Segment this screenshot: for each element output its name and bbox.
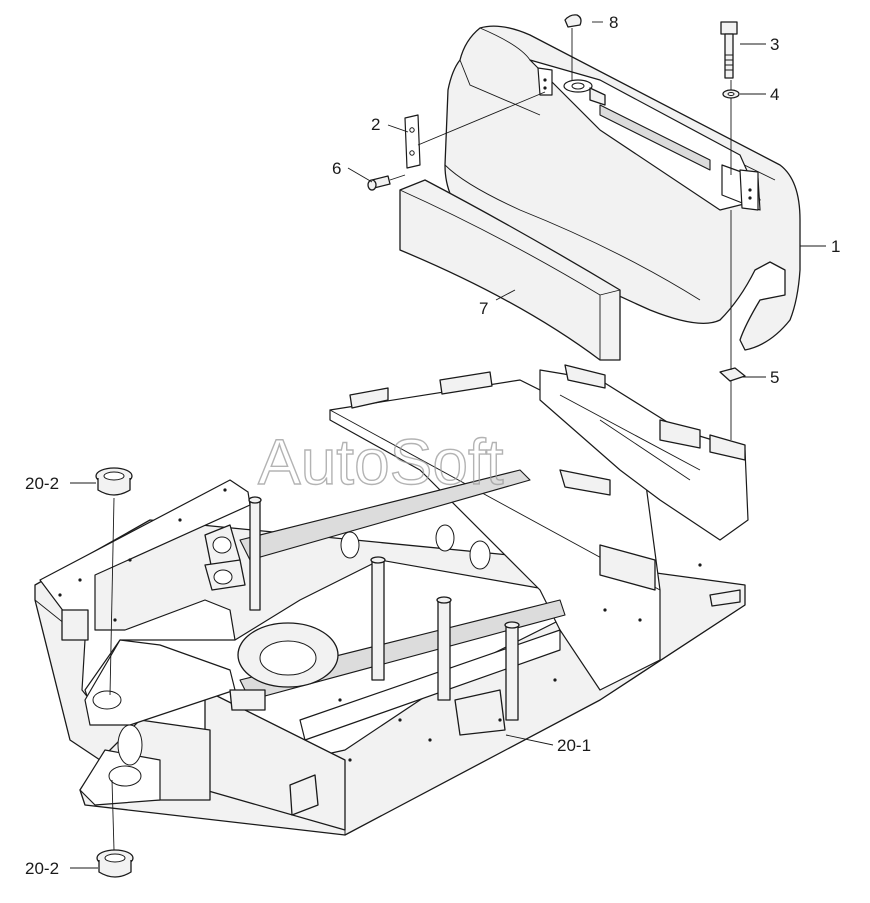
- bushing-top: [95, 467, 133, 496]
- callout-4: 4: [770, 85, 779, 104]
- callout-20-1: 20-1: [557, 736, 591, 755]
- washer: [722, 89, 740, 99]
- callout-labels: 8 3 4 2 6 1 7 5 20-1 20-2 20-2: [25, 13, 840, 878]
- cap: [564, 14, 582, 28]
- callout-8: 8: [609, 13, 618, 32]
- watermark-text: AutoSoft: [258, 426, 504, 498]
- callout-1: 1: [831, 237, 840, 256]
- bolt-long: [720, 21, 738, 79]
- lock-plate: [719, 367, 746, 382]
- bushing-bottom: [96, 849, 134, 878]
- upper-frame: [34, 364, 749, 836]
- callout-2: 2: [371, 115, 380, 134]
- cushion-pad: [399, 179, 621, 361]
- callout-leaders: [70, 21, 826, 869]
- callout-3: 3: [770, 35, 779, 54]
- assembly-lines: [109, 28, 732, 851]
- callout-7: 7: [479, 299, 488, 318]
- counterweight: [444, 25, 801, 351]
- callout-20-2-bottom: 20-2: [25, 859, 59, 878]
- plate: [404, 114, 421, 169]
- callout-5: 5: [770, 368, 779, 387]
- callout-20-2-top: 20-2: [25, 474, 59, 493]
- callout-6: 6: [332, 159, 341, 178]
- bolt-small: [367, 175, 391, 191]
